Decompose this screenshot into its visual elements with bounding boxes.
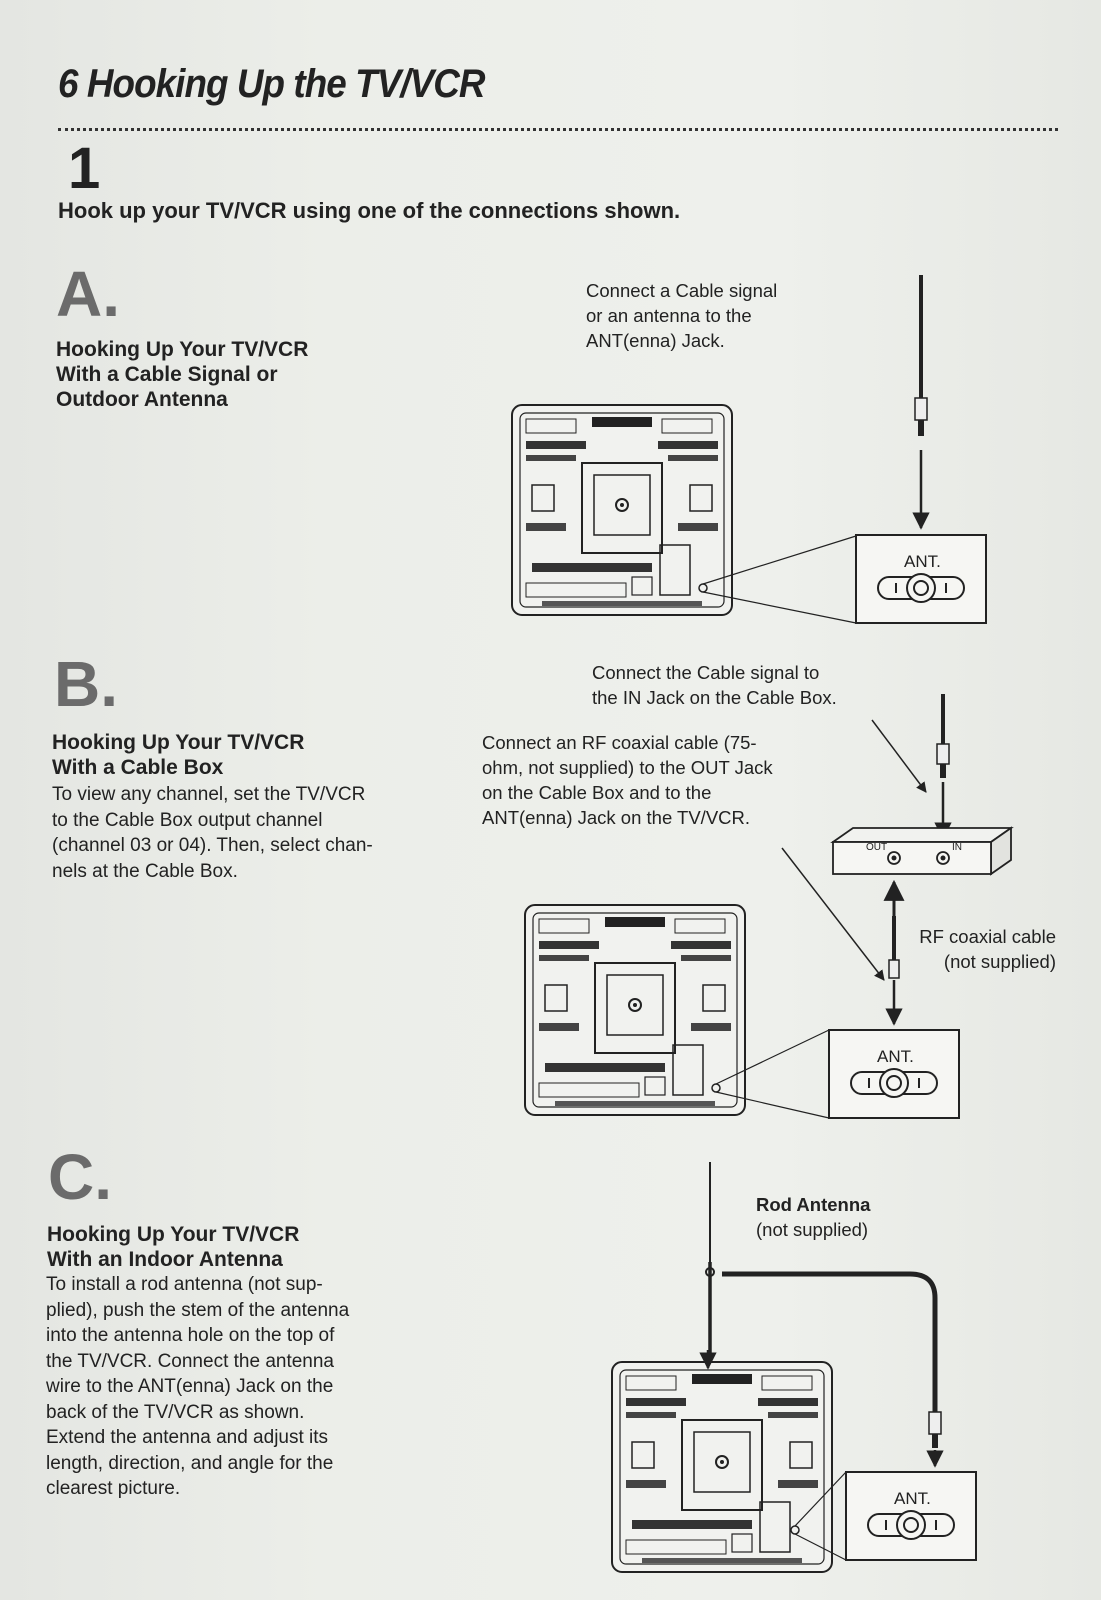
diagram-b: OUT IN bbox=[524, 694, 1014, 1119]
rf-cable-label-line: RF coaxial cable bbox=[919, 926, 1056, 947]
section-b-title: Hooking Up Your TV/VCR With a Cable Box bbox=[52, 730, 304, 780]
ant-label-b: ANT. bbox=[877, 1047, 914, 1066]
section-a-callout-line: ANT(enna) Jack. bbox=[586, 330, 725, 351]
section-b-callout-in-line: the IN Jack on the Cable Box. bbox=[592, 687, 837, 708]
rod-antenna-sub: (not supplied) bbox=[756, 1219, 869, 1240]
ant-label-c: ANT. bbox=[894, 1489, 931, 1508]
section-b-callout-in: Connect the Cable signal to the IN Jack … bbox=[592, 660, 837, 710]
antenna-wire bbox=[722, 1271, 938, 1412]
page-title: 6 Hooking Up the TV/VCR bbox=[58, 62, 486, 106]
section-c-body-line: wire to the ANT(enna) Jack on the bbox=[46, 1376, 334, 1397]
section-c-body-line: back of the TV/VCR as shown. bbox=[46, 1401, 305, 1423]
section-a-title: Hooking Up Your TV/VCR With a Cable Sign… bbox=[56, 337, 308, 412]
section-b-body-line: (channel 03 or 04). Then, select chan- bbox=[52, 835, 373, 856]
section-c-body-line: plied), push the stem of the antenna bbox=[46, 1299, 350, 1321]
section-b-callout-rf-line: ANT(enna) Jack on the TV/VCR. bbox=[482, 807, 751, 828]
section-c-body-line: length, direction, and angle for the bbox=[46, 1452, 334, 1474]
rf-cable-label-line: (not supplied) bbox=[943, 951, 1056, 972]
section-a-title-line: Hooking Up Your TV/VCR bbox=[56, 338, 309, 361]
diagram-a bbox=[511, 275, 987, 624]
rf-cable-label: RF coaxial cable (not supplied) bbox=[906, 924, 1056, 974]
section-c-letter: C. bbox=[48, 1141, 112, 1213]
section-b-callout-in-line: Connect the Cable signal to bbox=[592, 662, 820, 683]
section-b-body-line: nels at the Cable Box. bbox=[52, 860, 238, 882]
callout-pointer-in bbox=[871, 719, 927, 793]
section-c-title: Hooking Up Your TV/VCR With an Indoor An… bbox=[47, 1222, 299, 1272]
diagram-c bbox=[611, 1162, 977, 1573]
zoom-line-a-bottom bbox=[702, 591, 857, 624]
rod-antenna-label: Rod Antenna (not supplied) bbox=[756, 1192, 870, 1242]
section-c-body: To install a rod antenna (not sup- plied… bbox=[46, 1272, 391, 1502]
section-b-callout-rf-line: on the Cable Box and to the bbox=[482, 782, 712, 803]
tv-back-illustration-c bbox=[611, 1361, 833, 1573]
cable-box-out-jack bbox=[887, 851, 901, 865]
cable-box-in-jack bbox=[936, 851, 950, 865]
section-b-body-line: To view any channel, set the TV/VCR bbox=[52, 784, 366, 805]
section-c-body-line: the TV/VCR. Connect the antenna bbox=[46, 1350, 334, 1372]
section-a-title-line: With a Cable Signal or bbox=[56, 363, 278, 386]
section-a-callout: Connect a Cable signal or an antenna to … bbox=[586, 278, 777, 353]
section-b-callout-rf: Connect an RF coaxial cable (75- ohm, no… bbox=[482, 730, 773, 830]
cable-box: OUT IN bbox=[830, 826, 1014, 876]
section-a-callout-line: Connect a Cable signal bbox=[586, 280, 778, 301]
cable-box-out-label: OUT bbox=[866, 842, 887, 853]
section-b-callout-rf-line: Connect an RF coaxial cable (75- bbox=[482, 732, 757, 753]
header-dotted-rule bbox=[58, 128, 1058, 131]
section-b-callout-rf-line: ohm, not supplied) to the OUT Jack bbox=[482, 757, 773, 778]
ant-label-a: ANT. bbox=[904, 552, 941, 571]
section-b-title-line: Hooking Up Your TV/VCR bbox=[52, 731, 305, 754]
section-b-body: To view any channel, set the TV/VCR to t… bbox=[52, 782, 392, 884]
rod-antenna-title: Rod Antenna bbox=[756, 1194, 871, 1215]
section-c-body-line: To install a rod antenna (not sup- bbox=[46, 1274, 323, 1295]
section-a-title-line: Outdoor Antenna bbox=[56, 388, 228, 411]
cable-box-in-label: IN bbox=[952, 842, 962, 853]
callout-pointer-rf bbox=[781, 847, 885, 981]
step-instruction: Hook up your TV/VCR using one of the con… bbox=[58, 198, 681, 223]
section-b-title-line: With a Cable Box bbox=[52, 756, 224, 779]
section-c-body-line: Extend the antenna and adjust its bbox=[46, 1427, 329, 1448]
coax-plug-a bbox=[914, 397, 928, 421]
section-c-title-line: With an Indoor Antenna bbox=[47, 1248, 283, 1271]
section-c-body-line: clearest picture. bbox=[46, 1478, 181, 1499]
section-b-letter: B. bbox=[54, 648, 118, 720]
section-c-body-line: into the antenna hole on the top of bbox=[46, 1325, 335, 1346]
section-a-letter: A. bbox=[56, 258, 120, 330]
step-number: 1 bbox=[68, 136, 101, 201]
tv-back-illustration-a bbox=[511, 404, 733, 616]
section-a-callout-line: or an antenna to the bbox=[586, 305, 752, 326]
tv-back-illustration-b bbox=[524, 904, 746, 1116]
zoom-line-a-top bbox=[702, 535, 857, 585]
section-b-body-line: to the Cable Box output channel bbox=[52, 809, 323, 831]
section-c-title-line: Hooking Up Your TV/VCR bbox=[47, 1223, 300, 1246]
